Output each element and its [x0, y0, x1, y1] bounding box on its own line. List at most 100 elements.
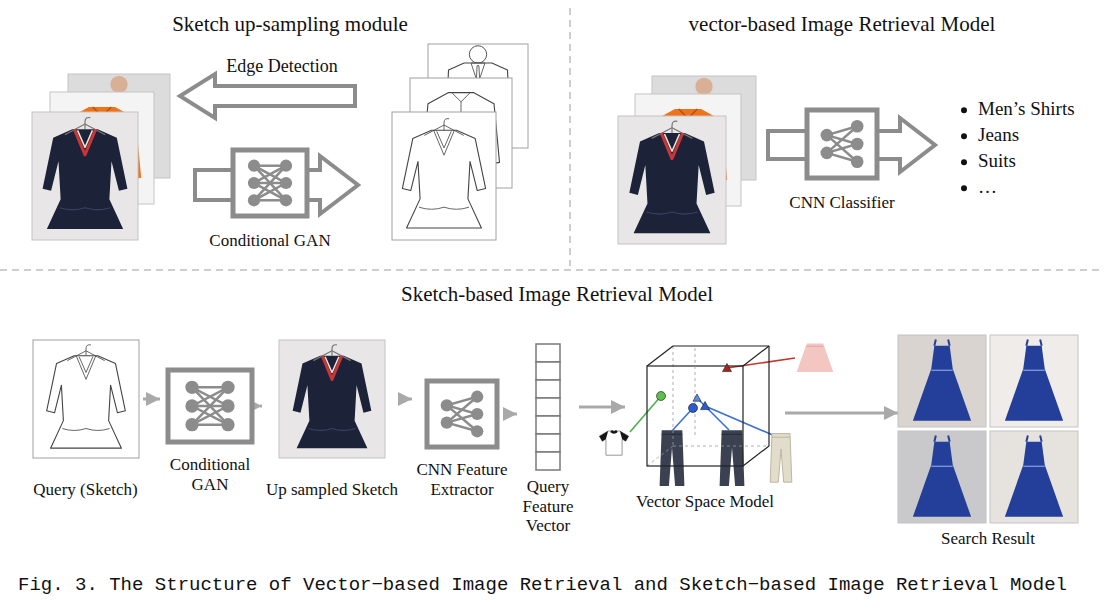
garment-detail	[62, 429, 109, 431]
node-label: Up sampled Sketch	[262, 480, 402, 500]
garment-detail	[807, 346, 824, 347]
garment	[770, 434, 792, 483]
vector-cell	[536, 380, 560, 398]
garment-detail	[110, 76, 127, 93]
cube-edge	[768, 346, 769, 446]
garment-body	[913, 442, 971, 517]
garment-picture	[720, 430, 745, 486]
flow-arrow	[785, 412, 898, 415]
network-neuron	[471, 391, 483, 403]
picture-box: Query Feature Vector	[517, 343, 579, 536]
network-neuron	[821, 147, 834, 160]
network-neuron	[471, 408, 483, 420]
bullet-dot	[961, 185, 967, 191]
garment-picture	[898, 431, 986, 523]
garment-detail	[931, 370, 952, 371]
garment-detail	[322, 356, 342, 380]
garment-picture	[618, 116, 726, 244]
leader-line	[671, 408, 693, 432]
garment-picture	[898, 335, 986, 427]
garment-detail	[1026, 340, 1041, 346]
garment-detail	[934, 340, 949, 346]
bullet-dot	[961, 107, 967, 113]
sketch-frame	[33, 340, 139, 458]
garment	[293, 345, 372, 448]
garment-body	[660, 430, 685, 486]
garment-picture	[599, 431, 628, 455]
garment-detail	[325, 357, 339, 373]
network-box	[233, 150, 307, 216]
cube-edge	[647, 346, 673, 366]
network-neuron	[821, 129, 834, 142]
garment-picture	[990, 335, 1078, 427]
garment-detail	[60, 208, 111, 210]
picture-box: Query (Sketch)	[28, 340, 143, 500]
garment	[402, 119, 485, 228]
vector-cell	[536, 362, 560, 380]
network-neuron	[280, 160, 292, 172]
garment-detail	[65, 124, 105, 135]
garment-detail	[695, 78, 712, 95]
garment-picture	[279, 340, 385, 458]
garment-body	[599, 431, 628, 455]
photo-frame	[32, 112, 138, 240]
garment-detail	[444, 119, 449, 131]
network-neuron	[185, 399, 198, 412]
garment	[913, 436, 971, 517]
garment	[629, 121, 714, 233]
garment-detail	[313, 351, 350, 361]
garment-detail	[424, 125, 464, 135]
leader-line	[630, 396, 661, 432]
cube-hidden-edge	[673, 346, 674, 446]
garment-detail	[78, 130, 93, 147]
network-neuron	[185, 418, 198, 431]
garment-body	[43, 129, 128, 229]
cube-hidden-edge	[647, 446, 673, 466]
blue-point	[693, 394, 701, 401]
garment-detail	[1023, 466, 1044, 467]
node-label: CNN Classifier	[772, 193, 912, 213]
network-neuron	[248, 160, 260, 172]
vector-cell	[536, 344, 560, 362]
network-neuron	[221, 399, 234, 412]
network-neuron	[280, 177, 292, 189]
green-point	[657, 392, 666, 401]
picture-box: Vector Space Model	[625, 338, 785, 512]
node-label: Search Result	[898, 529, 1078, 549]
garment-body	[629, 133, 714, 233]
network-box: CNN Feature Extractor	[412, 378, 512, 499]
garment-detail	[620, 431, 629, 441]
cube-edge	[743, 346, 769, 366]
garment	[720, 430, 745, 486]
garment	[797, 344, 834, 372]
photo-frame	[898, 431, 986, 523]
cube-edge	[673, 345, 769, 346]
blue-point	[701, 402, 710, 410]
garment-body	[797, 344, 834, 372]
node-icon	[279, 340, 385, 458]
network-neuron	[248, 177, 260, 189]
network-neuron	[851, 120, 864, 133]
garment-detail	[1023, 370, 1044, 371]
flow-arrow	[579, 406, 625, 409]
network-neuron	[851, 155, 864, 168]
garment-picture	[33, 340, 139, 458]
picture-box: Search Result	[898, 335, 1078, 549]
node-icon	[898, 335, 1078, 523]
node-label: Vector Space Model	[625, 492, 785, 512]
garment-detail	[79, 357, 93, 373]
bullet-dot	[961, 159, 967, 165]
section-title: Sketch up-sampling module	[172, 12, 408, 37]
thumbnail-pictures	[599, 344, 833, 486]
node-icon	[804, 107, 880, 181]
figure-caption: Fig. 3. The Structure of Vector−based Im…	[18, 574, 1067, 597]
class-name: Suits	[978, 150, 1016, 173]
network-box	[427, 381, 497, 447]
garment-detail	[67, 351, 104, 361]
network-box: CNN Classifier	[772, 107, 912, 213]
garment-detail	[599, 431, 608, 441]
section-divider	[0, 269, 1104, 271]
garment-detail	[76, 356, 96, 380]
step-label: Edge Detection	[226, 56, 337, 78]
